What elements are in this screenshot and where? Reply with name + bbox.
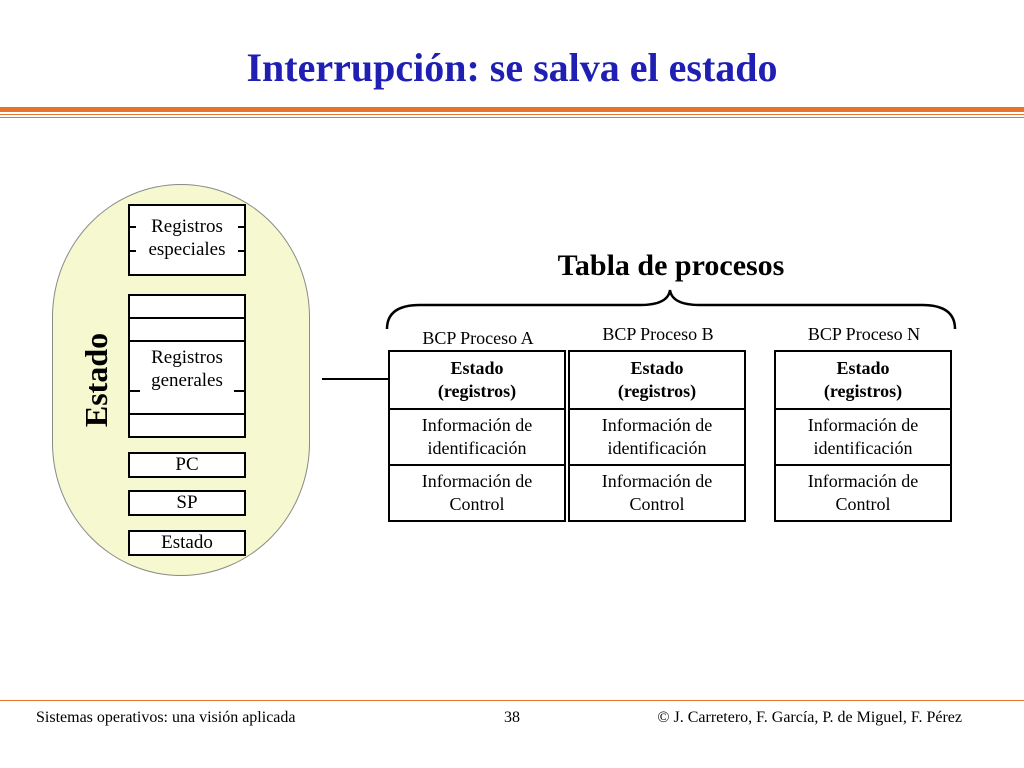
bcp-estado-line-1: Estado bbox=[450, 358, 504, 378]
registros-especiales-label: Registros especiales bbox=[140, 215, 234, 261]
bcp-control-cell: Información de Control bbox=[388, 464, 566, 522]
footer-page-number: 38 bbox=[504, 709, 520, 726]
bcp-header-b: BCP Proceso B bbox=[602, 324, 714, 344]
bcp-identificacion-line-1: Información de bbox=[421, 415, 533, 435]
bcp-control-line-1: Información de bbox=[421, 471, 533, 491]
bcp-header-n: BCP Proceso N bbox=[807, 324, 921, 344]
bcp-control-line-2: Control bbox=[835, 494, 891, 514]
bcp-identificacion-line-1: Información de bbox=[807, 415, 919, 435]
bcp-control-line-2: Control bbox=[629, 494, 685, 514]
bcp-estado-line-1: Estado bbox=[630, 358, 684, 378]
registros-especiales-line-1: Registros bbox=[151, 216, 223, 237]
bcp-identificacion-line-1: Información de bbox=[601, 415, 713, 435]
bcp-estado-cell: Estado (registros) bbox=[568, 350, 746, 410]
bcp-estado-line-1: Estado bbox=[836, 358, 890, 378]
estado-vertical-text: Estado bbox=[78, 332, 114, 428]
bcp-column-a: Estado (registros) Información de identi… bbox=[388, 350, 566, 522]
pc-register-label: PC bbox=[175, 454, 199, 475]
registros-generales-label: Registros generales bbox=[140, 346, 234, 392]
registros-generales-line-2: generales bbox=[151, 370, 223, 391]
bcp-column-n: Estado (registros) Información de identi… bbox=[774, 350, 952, 522]
bcp-estado-line-2: (registros) bbox=[617, 381, 697, 401]
footer-copyright: © J. Carretero, F. García, P. de Miguel,… bbox=[657, 709, 962, 726]
estado-register: Estado bbox=[128, 530, 246, 556]
sp-register-label: SP bbox=[176, 492, 198, 513]
tick bbox=[128, 250, 136, 252]
register-divider bbox=[128, 413, 246, 415]
bcp-control-cell: Información de Control bbox=[568, 464, 746, 522]
footer-book-title: Sistemas operativos: una visión aplicada bbox=[36, 709, 296, 726]
title-rule-thick bbox=[0, 107, 1024, 112]
bcp-identificacion-cell: Información de identificación bbox=[568, 408, 746, 466]
bcp-control-line-1: Información de bbox=[601, 471, 713, 491]
title-rule-thin-2 bbox=[0, 117, 1024, 118]
bcp-control-cell: Información de Control bbox=[774, 464, 952, 522]
sp-register: SP bbox=[128, 490, 246, 516]
tabla-de-procesos-title: Tabla de procesos bbox=[557, 249, 785, 282]
bcp-estado-cell: Estado (registros) bbox=[774, 350, 952, 410]
bcp-identificacion-cell: Información de identificación bbox=[388, 408, 566, 466]
title-rule-thin bbox=[0, 114, 1024, 115]
bcp-estado-line-2: (registros) bbox=[823, 381, 903, 401]
bcp-estado-line-2: (registros) bbox=[437, 381, 517, 401]
pc-register: PC bbox=[128, 452, 246, 478]
tick bbox=[128, 226, 136, 228]
bcp-identificacion-line-2: identificación bbox=[813, 438, 913, 458]
bcp-header-a: BCP Proceso A bbox=[422, 328, 534, 348]
bcp-control-line-1: Información de bbox=[807, 471, 919, 491]
bcp-identificacion-line-2: identificación bbox=[607, 438, 707, 458]
tick bbox=[238, 250, 246, 252]
bcp-control-line-2: Control bbox=[449, 494, 505, 514]
bcp-identificacion-cell: Información de identificación bbox=[774, 408, 952, 466]
bcp-estado-cell: Estado (registros) bbox=[388, 350, 566, 410]
registros-generales-line-1: Registros bbox=[151, 347, 223, 368]
register-divider bbox=[128, 317, 246, 319]
estado-register-label: Estado bbox=[161, 532, 213, 553]
registros-especiales-line-2: especiales bbox=[148, 239, 226, 260]
register-divider bbox=[128, 340, 246, 342]
tick bbox=[238, 226, 246, 228]
footer-rule bbox=[0, 700, 1024, 701]
bcp-column-b: Estado (registros) Información de identi… bbox=[568, 350, 746, 522]
bcp-identificacion-line-2: identificación bbox=[427, 438, 527, 458]
slide-title: Interrupción: se salva el estado bbox=[246, 45, 778, 90]
